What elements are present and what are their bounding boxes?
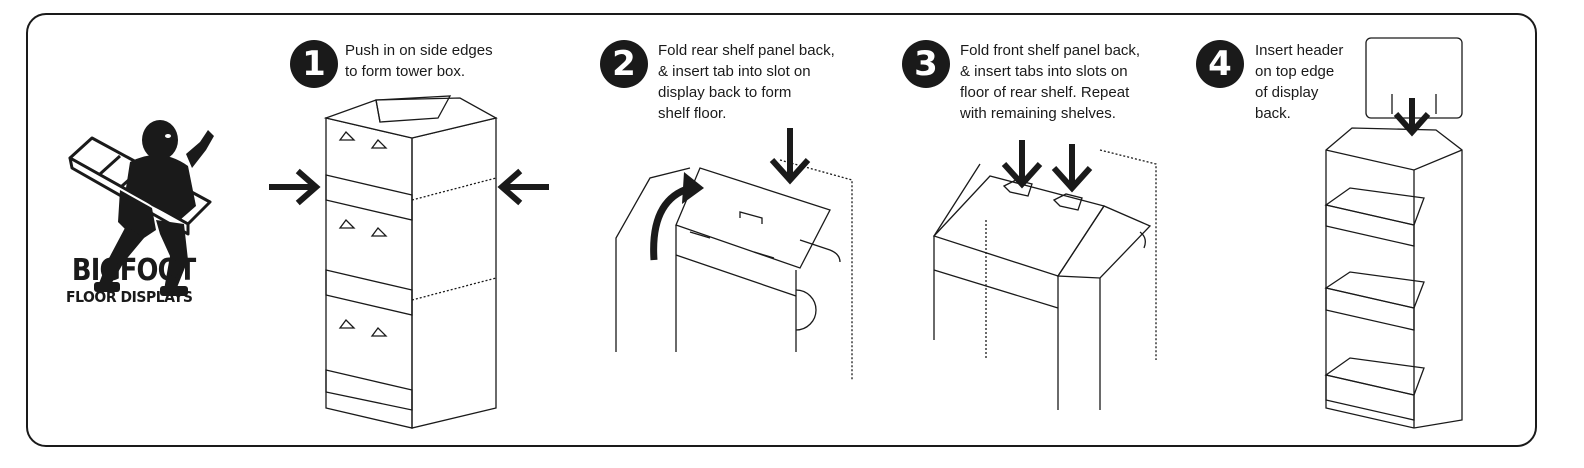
insert-header-arrow-icon (1393, 98, 1431, 137)
fold-curved-arrow-icon (650, 172, 704, 261)
push-arrows-icon (269, 168, 549, 206)
step-4-display-illustration (1324, 37, 1463, 429)
instruction-panel-border (26, 13, 1537, 447)
step-3-shelf-illustration (932, 149, 1157, 410)
step-4-text: Insert header on top edge of display bac… (1255, 42, 1344, 122)
step-4-number: 4 (1196, 40, 1244, 88)
step-3-text: Fold front shelf panel back, & insert ta… (960, 42, 1141, 122)
step-1-number: 1 (290, 40, 338, 88)
brand-name: BIGFOOT (71, 253, 196, 288)
step-1-tower-illustration (323, 95, 498, 429)
step-2-text: Fold rear shelf panel back, & insert tab… (658, 42, 835, 122)
bigfoot-logo-icon (68, 120, 214, 296)
insert-tabs-arrows-icon (1001, 140, 1093, 193)
step-2-shelf-illustration (615, 159, 853, 380)
brand-subtitle: FLOOR DISPLAYS (66, 288, 193, 306)
step-1-text: Push in on side edges to form tower box. (345, 42, 493, 80)
step-3-number: 3 (902, 40, 950, 88)
insert-down-arrow-icon (769, 128, 811, 185)
step-2-number: 2 (600, 40, 648, 88)
